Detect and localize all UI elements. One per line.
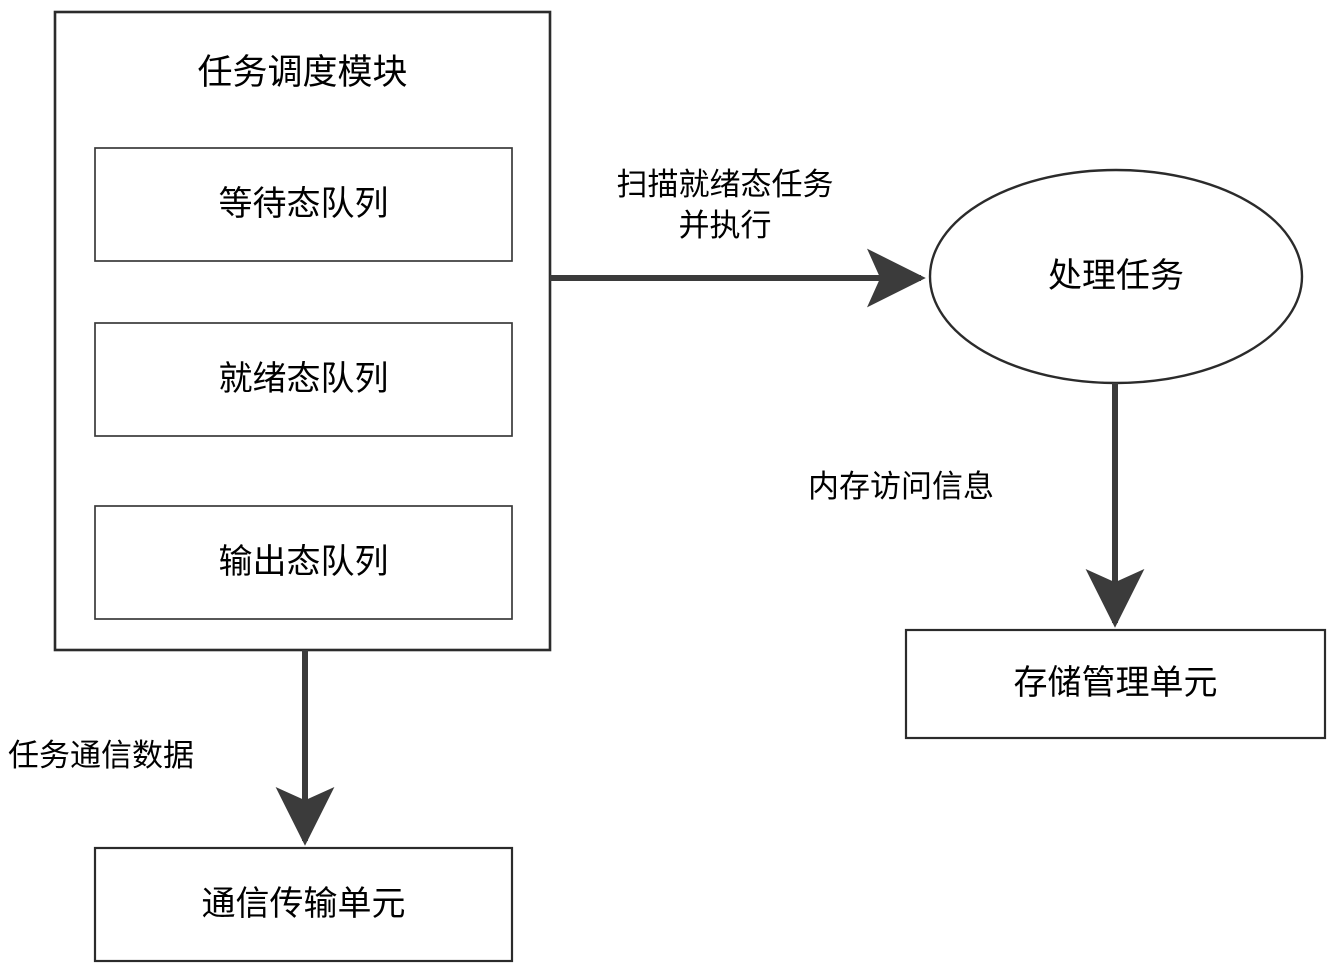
queue-box-waiting[interactable] [94, 147, 513, 262]
comm-unit-box[interactable] [93, 846, 514, 963]
edge-label-memory-access-info: 内存访问信息 [808, 469, 994, 504]
queue-box-output[interactable] [94, 505, 513, 620]
edge-label-task-comm-data: 任务通信数据 [8, 738, 194, 773]
edge-label-scan-ready-tasks: 扫描就绪态任务 并执行 [616, 167, 834, 243]
storage-unit-box[interactable] [904, 628, 1327, 740]
queue-box-ready[interactable] [94, 322, 513, 437]
process-task-ellipse[interactable] [928, 168, 1304, 385]
